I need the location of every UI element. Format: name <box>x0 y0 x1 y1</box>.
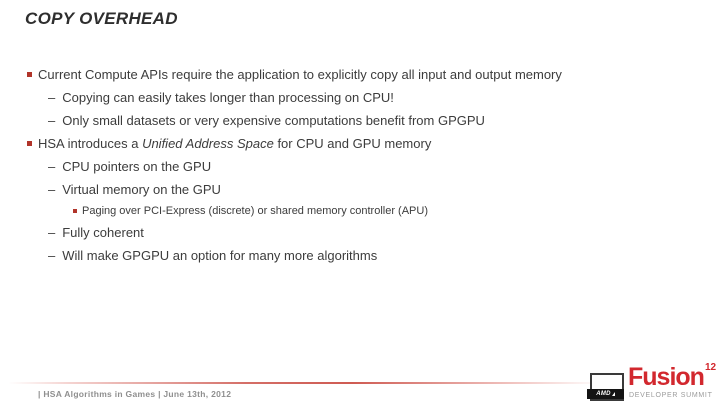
bullet-item: – CPU pointers on the GPU <box>25 155 705 178</box>
fusion-developer-summit-logo: AMD Fusion 12 DEVELOPER SUMMIT <box>587 362 726 408</box>
footer-divider-line <box>8 382 602 384</box>
bullet-text-prefix: HSA introduces a <box>38 136 143 151</box>
dash-marker: – <box>48 159 56 174</box>
bullet-text: Only small datasets or very expensive co… <box>62 113 485 128</box>
dash-marker: – <box>48 90 56 105</box>
bullet-item: – Copying can easily takes longer than p… <box>25 86 705 109</box>
footer-text: | HSA Algorithms in Games | June 13th, 2… <box>38 389 232 399</box>
bullet-text: Current Compute APIs require the applica… <box>38 67 562 82</box>
amd-logo-bar: AMD <box>587 389 624 399</box>
bullet-text: Will make GPGPU an option for many more … <box>62 248 378 263</box>
bullet-text: Fully coherent <box>62 225 144 240</box>
bullet-item: – Will make GPGPU an option for many mor… <box>25 244 705 267</box>
bullet-text-suffix: for CPU and GPU memory <box>273 136 432 151</box>
bullet-list: Current Compute APIs require the applica… <box>25 63 705 267</box>
dash-marker: – <box>48 182 56 197</box>
bullet-text: Copying can easily takes longer than pro… <box>62 90 394 105</box>
bullet-item: – Only small datasets or very expensive … <box>25 109 705 132</box>
bullet-square-icon <box>27 141 32 146</box>
bullet-item: Current Compute APIs require the applica… <box>25 63 705 86</box>
bullet-text: CPU pointers on the GPU <box>62 159 212 174</box>
bullet-square-icon <box>27 72 32 77</box>
bullet-text: Paging over PCI-Express (discrete) or sh… <box>82 205 429 217</box>
dash-marker: – <box>48 225 56 240</box>
amd-arrow-icon <box>611 392 615 396</box>
developer-summit-label: DEVELOPER SUMMIT <box>629 392 713 399</box>
fusion-year-superscript: 12 <box>705 362 717 373</box>
bullet-text: Virtual memory on the GPU <box>62 182 221 197</box>
dash-marker: – <box>48 113 56 128</box>
bullet-item: – Fully coherent <box>25 221 705 244</box>
dash-marker: – <box>48 248 56 263</box>
amd-wordmark: AMD <box>596 391 611 397</box>
bullet-square-icon <box>73 209 77 213</box>
bullet-item: Paging over PCI-Express (discrete) or sh… <box>25 201 705 221</box>
page-title: COPY OVERHEAD <box>25 9 178 28</box>
fusion-wordmark: Fusion <box>628 363 705 391</box>
bullet-text: HSA introduces a Unified Address Space f… <box>38 136 431 151</box>
bullet-text-italic: Unified Address Space <box>142 136 274 151</box>
bullet-item: – Virtual memory on the GPU <box>25 178 705 201</box>
bullet-item: HSA introduces a Unified Address Space f… <box>25 132 705 155</box>
amd-logo-square: AMD <box>587 373 624 401</box>
